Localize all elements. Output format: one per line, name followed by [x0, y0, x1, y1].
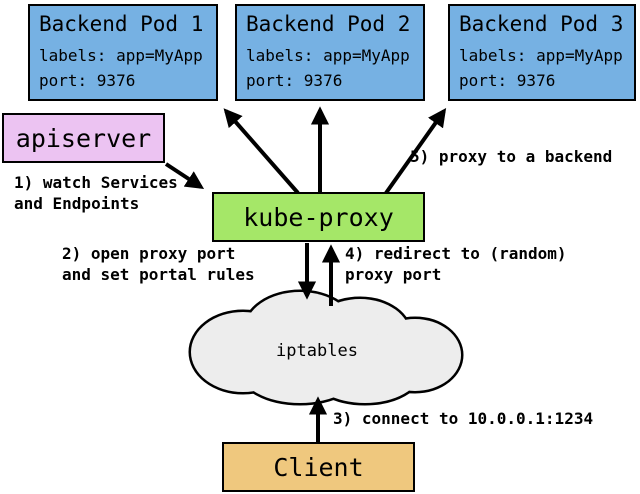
annotation-step3-connect: 3) connect to 10.0.0.1:1234 — [333, 409, 594, 428]
backend-pod-2-title: Backend Pod 2 — [246, 12, 411, 36]
kube-proxy-box: kube-proxy — [212, 192, 425, 242]
arrow-apiserver-to-kubeproxy — [164, 162, 205, 190]
client-box: Client — [222, 442, 415, 492]
backend-pod-1-box: Backend Pod 1 labels: app=MyApp port: 93… — [28, 4, 218, 101]
annotation-step5-proxy-backend: 5) proxy to a backend — [410, 147, 613, 166]
iptables-label: iptables — [276, 341, 358, 361]
backend-pod-3-title: Backend Pod 3 — [459, 12, 624, 36]
backend-pod-1-title: Backend Pod 1 — [39, 12, 204, 36]
arrow-kubeproxy-to-pod1 — [223, 108, 300, 195]
backend-pod-2-box: Backend Pod 2 labels: app=MyApp port: 93… — [235, 4, 425, 101]
arrow-kubeproxy-to-pod3 — [384, 107, 447, 195]
iptables-cloud — [188, 289, 464, 406]
backend-pod-3-box: Backend Pod 3 labels: app=MyApp port: 93… — [448, 4, 636, 101]
backend-pod-1-labels: labels: app=MyApp — [39, 46, 203, 66]
backend-pod-3-port: port: 9376 — [459, 71, 556, 91]
backend-pod-3-labels: labels: app=MyApp — [459, 46, 623, 66]
kube-proxy-label: kube-proxy — [243, 202, 394, 232]
apiserver-box: apiserver — [2, 113, 165, 163]
backend-pod-1-port: port: 9376 — [39, 71, 136, 91]
backend-pod-2-port: port: 9376 — [246, 71, 343, 91]
client-label: Client — [273, 452, 364, 482]
annotation-step4-redirect: 4) redirect to (random) proxy port — [345, 244, 567, 285]
apiserver-label: apiserver — [15, 123, 152, 153]
annotation-step2-open-proxy-port: 2) open proxy port and set portal rules — [62, 244, 255, 285]
annotation-step1-watch-services: 1) watch Services and Endpoints — [14, 173, 178, 214]
backend-pod-2-labels: labels: app=MyApp — [246, 46, 410, 66]
